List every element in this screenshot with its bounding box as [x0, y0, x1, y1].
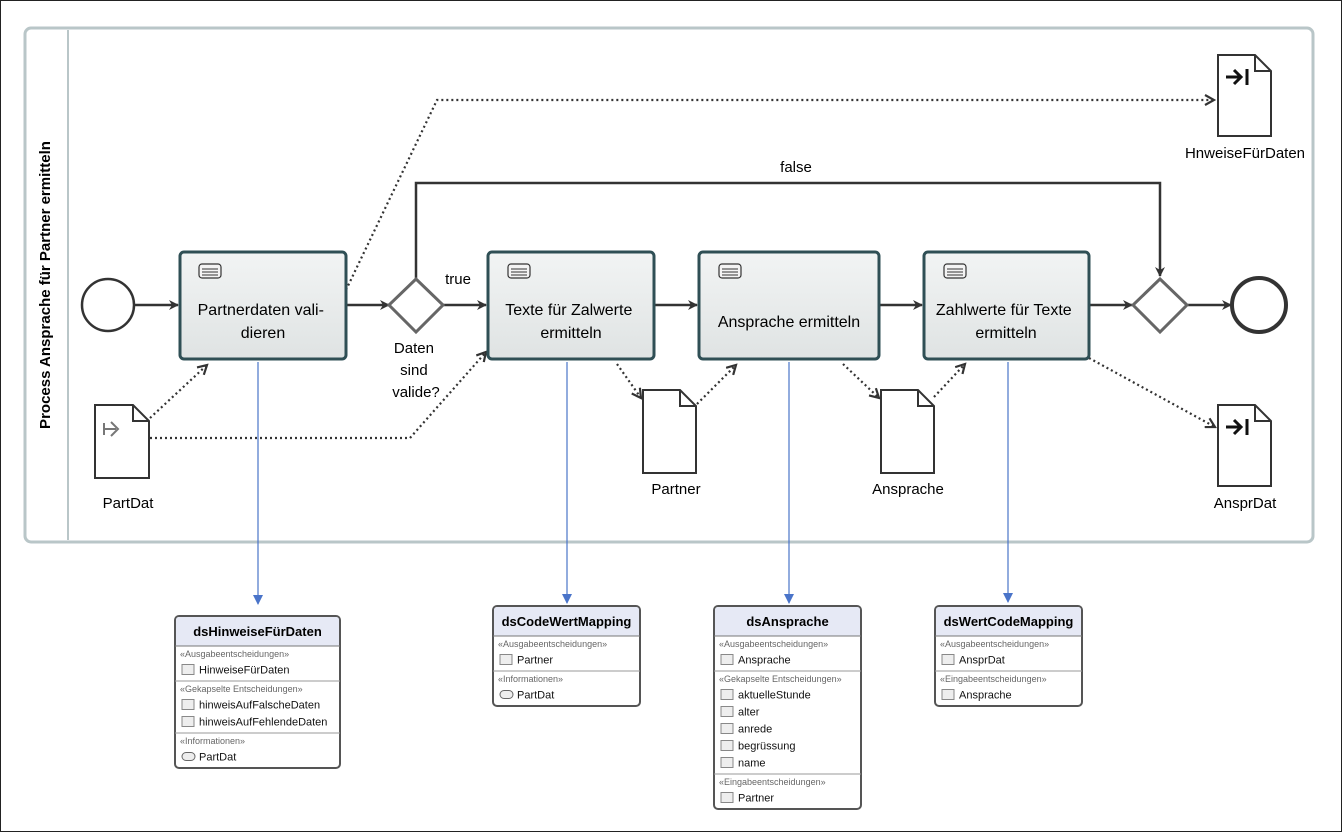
decision-icon	[499, 654, 513, 665]
decision-icon	[720, 723, 734, 734]
decision-icon	[941, 654, 955, 665]
decision-icon	[941, 689, 955, 700]
decision-model-links	[253, 362, 1013, 605]
flow-gateway-false	[414, 181, 1165, 278]
decision-model-item: hinweisAufFehlendeDaten	[199, 717, 327, 729]
data-label: AnsprDat	[1214, 495, 1277, 512]
task-list-icon	[198, 263, 222, 279]
output-arrow-icon	[1226, 68, 1249, 86]
gateway-merge[interactable]	[1130, 276, 1190, 335]
decision-model-item: aktuelleStunde	[738, 690, 811, 702]
section-header: «Eingabeentscheidungen»	[940, 674, 1047, 684]
decision-model-item: hinweisAufFalscheDaten	[199, 700, 320, 712]
task-label: Zahlwerte für Texte ermitteln	[936, 302, 1076, 342]
section-header: «Ausgabeentscheidungen»	[940, 639, 1049, 649]
decision-model-title: dsWertCodeMapping	[944, 614, 1074, 629]
data-output-ansprdat[interactable]: AnsprDat	[1214, 404, 1277, 512]
input-arrow-icon	[103, 421, 120, 437]
task-list-icon	[507, 263, 531, 279]
task-list-icon	[718, 263, 742, 279]
assoc-task1-to-hinweise	[345, 100, 1214, 291]
information-icon	[181, 752, 196, 761]
assoc-task4-to-output	[1088, 357, 1215, 427]
data-associations	[149, 100, 1215, 440]
decision-icon	[720, 792, 734, 803]
data-label: Ansprache	[872, 481, 944, 498]
section-header: «Ausgabeentscheidungen»	[498, 639, 607, 649]
data-label: Partner	[651, 481, 700, 498]
decision-icon	[720, 689, 734, 700]
task-label: Ansprache ermitteln	[718, 314, 860, 331]
decision-model-item: anrede	[738, 724, 772, 736]
data-partner[interactable]: Partner	[642, 389, 701, 498]
pool-title: Process Ansprache für Partner ermitteln	[37, 141, 54, 429]
start-event[interactable]	[80, 277, 136, 333]
decision-icon	[720, 706, 734, 717]
gateway-label: Daten sind valide?	[392, 340, 440, 401]
false-label: false	[780, 159, 812, 176]
assoc-task3-to-ansprache	[842, 363, 879, 398]
assoc-task2-to-partner	[616, 363, 641, 398]
output-arrow-icon	[1226, 418, 1249, 436]
assoc-input-to-task2	[150, 352, 486, 440]
section-header: «Gekapselte Entscheidungen»	[719, 674, 842, 684]
decision-model-item: Partner	[517, 655, 553, 667]
decision-model-dsHinweiseFürDaten[interactable]: dsHinweiseFürDaten «Ausgabeentscheidungen…	[174, 615, 341, 769]
task-texte-fuer-zalwerte[interactable]: Texte für Zalwerte ermitteln	[486, 250, 656, 361]
decision-icon	[181, 699, 195, 710]
section-header: «Informationen»	[180, 736, 245, 746]
decision-model-item: name	[738, 758, 766, 770]
section-header: «Ausgabeentscheidungen»	[180, 649, 289, 659]
task-zahlwerte-fuer-texte[interactable]: Zahlwerte für Texte ermitteln	[922, 250, 1091, 361]
task-list-icon	[943, 263, 967, 279]
task-label: Texte für Zalwerte ermitteln	[505, 302, 637, 342]
end-event[interactable]	[1230, 276, 1288, 334]
decision-model-item: Partner	[738, 793, 774, 805]
sequence-flows	[135, 181, 1232, 310]
data-ansprache[interactable]: Ansprache	[872, 389, 944, 498]
pool: Process Ansprache für Partner ermitteln	[23, 26, 1315, 544]
data-output-hinweise[interactable]: HnweiseFürDaten	[1185, 54, 1305, 162]
decision-icon	[181, 664, 195, 675]
decision-model-dsWertCodeMapping[interactable]: dsWertCodeMapping «Ausgabeentscheidungen»…	[934, 605, 1083, 707]
data-label: PartDat	[103, 495, 155, 512]
information-icon	[499, 690, 514, 699]
assoc-partner-to-task3	[696, 365, 736, 405]
decision-model-item: Ansprache	[738, 655, 791, 667]
decision-model-dsAnsprache[interactable]: dsAnsprache «Ausgabeentscheidungen» Anspra…	[713, 605, 862, 810]
decision-model-item: AnsprDat	[959, 655, 1005, 667]
decision-model-title: dsCodeWertMapping	[502, 614, 632, 629]
decision-model-item: begrüssung	[738, 741, 796, 753]
decision-model-item: alter	[738, 707, 760, 719]
decision-icon	[181, 716, 195, 727]
task-label: Partnerdaten vali- dieren	[198, 302, 329, 342]
true-label: true	[445, 271, 471, 288]
decision-model-dsCodeWertMapping[interactable]: dsCodeWertMapping «Ausgabeentscheidungen»…	[492, 605, 641, 707]
gateway-daten-valide[interactable]	[386, 276, 446, 335]
data-input-partdat[interactable]: PartDat	[94, 404, 155, 512]
decision-model-item: PartDat	[199, 752, 236, 764]
data-label: HnweiseFürDaten	[1185, 145, 1305, 162]
decision-icon	[720, 757, 734, 768]
decision-model-title: dsAnsprache	[746, 614, 828, 629]
decision-icon	[720, 654, 734, 665]
decision-model-item: PartDat	[517, 690, 554, 702]
section-header: «Eingabeentscheidungen»	[719, 777, 826, 787]
task-partnerdaten-validieren[interactable]: Partnerdaten vali- dieren	[178, 250, 348, 361]
task-ansprache-ermitteln[interactable]: Ansprache ermitteln	[697, 250, 881, 361]
section-header: «Informationen»	[498, 674, 563, 684]
decision-model-item: HinweiseFürDaten	[199, 665, 289, 677]
decision-model-item: Ansprache	[959, 690, 1012, 702]
decision-icon	[720, 740, 734, 751]
decision-models: dsHinweiseFürDaten «Ausgabeentscheidungen…	[174, 605, 1083, 810]
decision-model-title: dsHinweiseFürDaten	[193, 624, 322, 639]
section-header: «Ausgabeentscheidungen»	[719, 639, 828, 649]
section-header: «Gekapselte Entscheidungen»	[180, 684, 303, 694]
